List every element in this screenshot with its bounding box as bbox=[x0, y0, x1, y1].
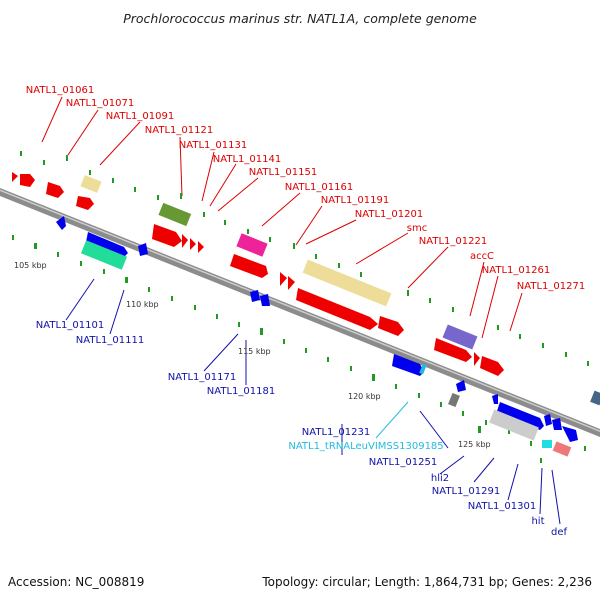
gene-label[interactable]: NATL1_01181 bbox=[207, 386, 275, 397]
gene-label[interactable]: NATL1_01131 bbox=[179, 140, 247, 151]
bottom-gene-labels: NATL1_01101 NATL1_01111 NATL1_01171 NATL… bbox=[36, 320, 568, 538]
gene-label[interactable]: NATL1_01151 bbox=[249, 167, 317, 178]
scale-label: 125 kbp bbox=[458, 440, 491, 449]
gene-label[interactable]: NATL1_01091 bbox=[106, 111, 174, 122]
gene-label[interactable]: def bbox=[551, 527, 568, 538]
scale-label: 120 kbp bbox=[348, 392, 381, 401]
gene-label[interactable]: NATL1_01271 bbox=[517, 281, 585, 292]
top-leader-lines bbox=[41, 96, 523, 339]
gene-label[interactable]: NATL1_01171 bbox=[168, 372, 236, 383]
scale-labels: 105 kbp 110 kbp 115 kbp 120 kbp 125 kbp bbox=[14, 261, 491, 449]
scale-label: 110 kbp bbox=[126, 300, 159, 309]
gene-label[interactable]: NATL1_01221 bbox=[419, 236, 487, 247]
bottom-leader-lines bbox=[65, 278, 561, 525]
top-gene-labels: NATL1_01061 NATL1_01071 NATL1_01091 NATL… bbox=[26, 85, 585, 292]
gene-label[interactable]: hit bbox=[531, 516, 544, 527]
gene-label[interactable]: NATL1_01101 bbox=[36, 320, 104, 331]
accession-text: Accession: NC_008819 bbox=[8, 575, 144, 589]
gene-label[interactable]: NATL1_01231 bbox=[302, 427, 370, 438]
gene-label[interactable]: NATL1_tRNALeuVIMSS1309185 bbox=[288, 441, 443, 452]
scale-ticks bbox=[12, 151, 589, 463]
gene-label[interactable]: NATL1_01111 bbox=[76, 335, 144, 346]
gene-label[interactable]: NATL1_01261 bbox=[482, 265, 550, 276]
gene-label[interactable]: smc bbox=[407, 223, 427, 234]
gene-label[interactable]: NATL1_01291 bbox=[432, 486, 500, 497]
gene-label[interactable]: NATL1_01071 bbox=[66, 98, 134, 109]
gene-label[interactable]: NATL1_01301 bbox=[468, 501, 536, 512]
map-title: Prochlorococcus marinus str. NATL1A, com… bbox=[123, 11, 477, 26]
topology-text: Topology: circular; Length: 1,864,731 bp… bbox=[261, 575, 592, 589]
gene-label[interactable]: hli2 bbox=[431, 473, 449, 484]
gene-label[interactable]: NATL1_01191 bbox=[321, 195, 389, 206]
gene-label[interactable]: NATL1_01141 bbox=[213, 154, 281, 165]
gene-label[interactable]: NATL1_01251 bbox=[369, 457, 437, 468]
trna-leader-line bbox=[375, 401, 409, 439]
scale-label: 115 kbp bbox=[238, 347, 271, 356]
genome-backbone bbox=[0, 188, 600, 437]
genome-backbone-highlight bbox=[0, 189, 600, 432]
gene-label[interactable]: NATL1_01201 bbox=[355, 209, 423, 220]
reverse-features bbox=[56, 216, 578, 457]
gene-label[interactable]: NATL1_01121 bbox=[145, 125, 213, 136]
gene-label[interactable]: NATL1_01161 bbox=[285, 182, 353, 193]
scale-label: 105 kbp bbox=[14, 261, 47, 270]
forward-features bbox=[12, 172, 600, 406]
gene-label[interactable]: NATL1_01061 bbox=[26, 85, 94, 96]
gene-label[interactable]: accC bbox=[470, 251, 494, 262]
